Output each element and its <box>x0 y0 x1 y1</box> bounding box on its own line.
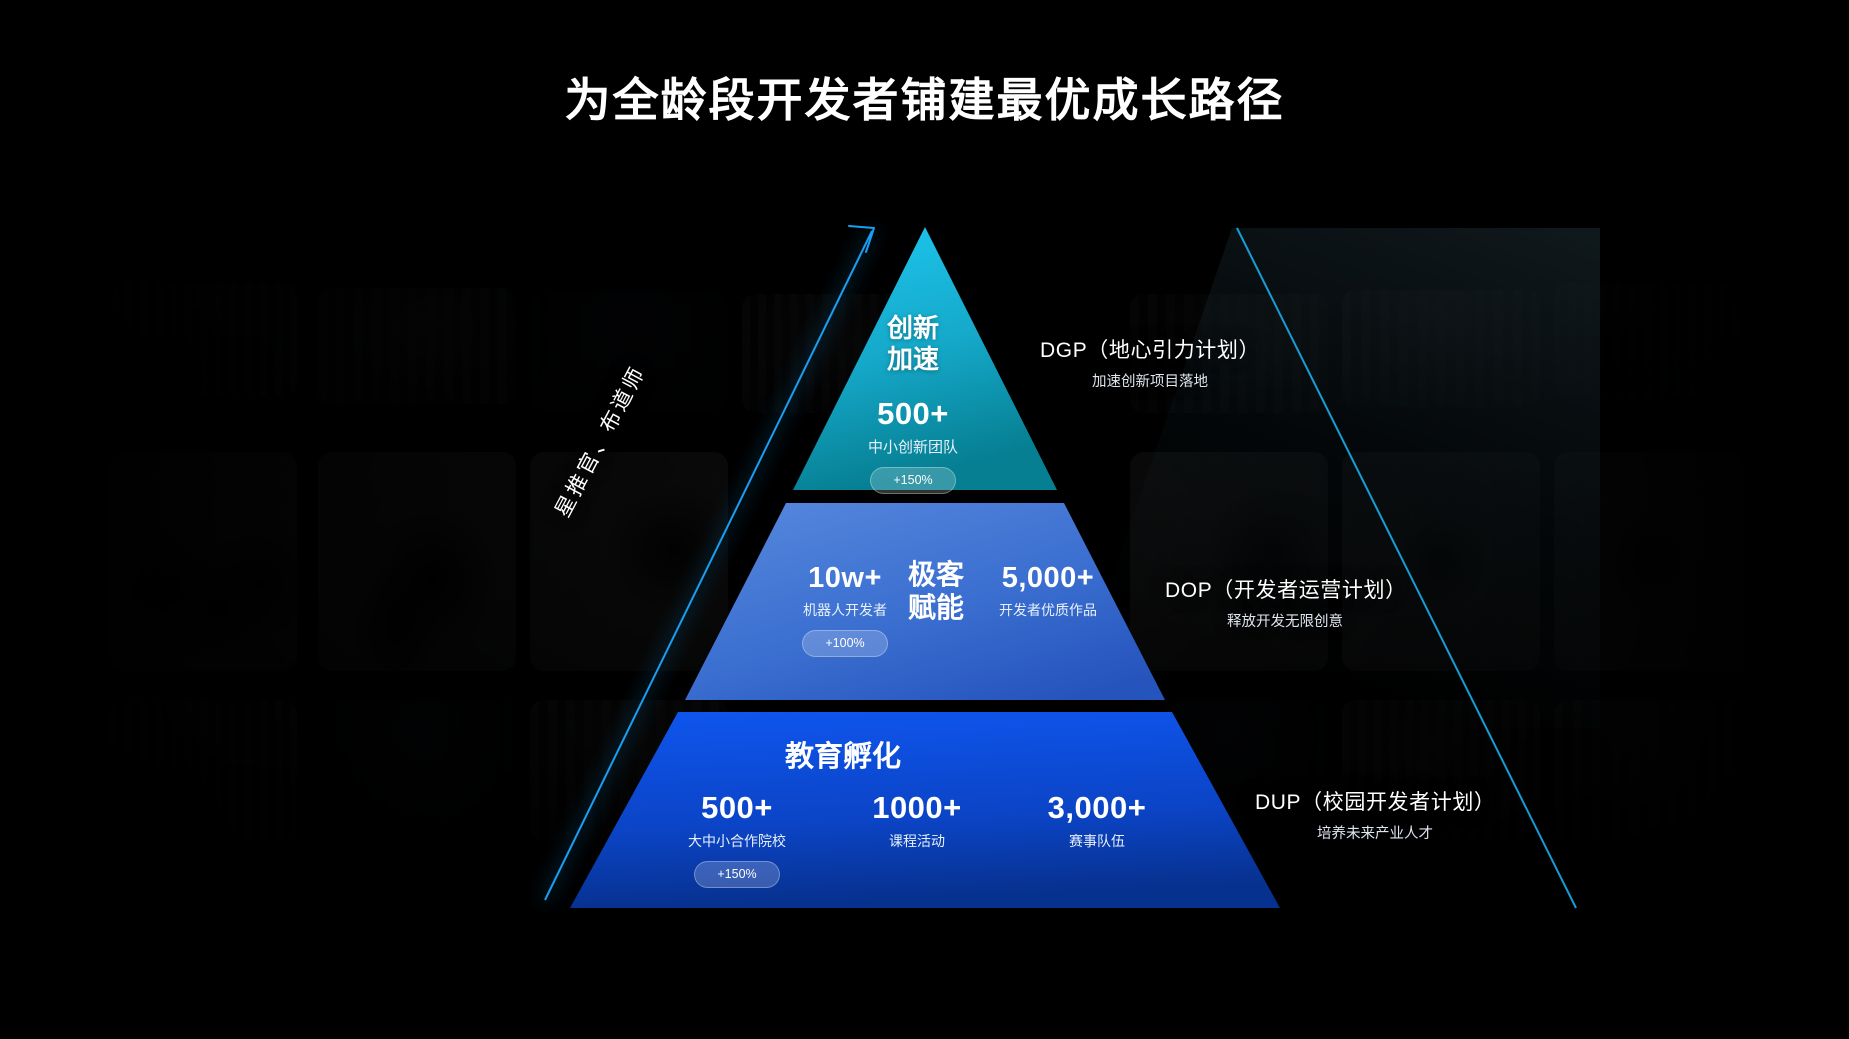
callout-dup: DUP（校园开发者计划） 培养未来产业人才 <box>1255 786 1495 843</box>
tier-1-growth-badge: +150% <box>870 467 956 494</box>
callout-dop-subtitle: 释放开发无限创意 <box>1227 614 1343 630</box>
callout-dup-title: DUP（校园开发者计划） <box>1255 791 1496 814</box>
tier-3-stat-1-value: 500+ <box>701 790 773 825</box>
tier-3-stat-1-caption: 大中小合作院校 <box>688 833 786 849</box>
pyramid-tier-2-stat-right: 5,000+ 开发者优质作品 <box>948 562 1148 620</box>
tier-3-title-text: 教育孵化 <box>784 741 901 773</box>
tier-3-growth-badge: +150% <box>694 861 780 888</box>
callout-dop: DOP（开发者运营计划） 释放开发无限创意 <box>1165 574 1407 631</box>
tier-3-stat-2: 1000+ 课程活动 <box>832 790 1002 888</box>
tier-2-stat-right-caption: 开发者优质作品 <box>999 602 1097 618</box>
tier-3-stat-3: 3,000+ 赛事队伍 <box>1012 790 1182 888</box>
pyramid-tier-3-stats: 500+ 大中小合作院校 +150% 1000+ 课程活动 3,000+ 赛事队… <box>652 790 1182 888</box>
tier-2-growth-badge: +100% <box>802 630 888 657</box>
tier-3-stat-2-value: 1000+ <box>872 790 962 825</box>
tier-2-stat-right-value: 5,000+ <box>1001 562 1095 594</box>
tier-3-stat-1: 500+ 大中小合作院校 +150% <box>652 790 822 888</box>
tier-1-stat-caption: 中小创新团队 <box>867 439 958 457</box>
tier-1-stat-value: 500+ <box>877 396 949 432</box>
tier-1-title-line-2: 加速 <box>886 343 939 374</box>
page-title: 为全龄段开发者铺建最优成长路径 <box>564 74 1285 126</box>
tier-3-stat-2-caption: 课程活动 <box>889 833 945 849</box>
tier-3-stat-3-value: 3,000+ <box>1047 790 1147 825</box>
pyramid-tier-3-title: 教育孵化 <box>0 740 1849 774</box>
callout-dup-subtitle: 培养未来产业人才 <box>1317 826 1433 842</box>
tier-3-stat-3-caption: 赛事队伍 <box>1069 833 1125 849</box>
callout-dgp-title: DGP（地心引力计划） <box>1040 339 1261 362</box>
callout-dgp-subtitle: 加速创新项目落地 <box>1092 374 1208 390</box>
pyramid-tier-1-content: 创新 加速 500+ 中小创新团队 +150% <box>828 313 998 494</box>
tier-1-title-line-1: 创新 <box>886 313 939 343</box>
callout-dgp: DGP（地心引力计划） 加速创新项目落地 <box>1040 334 1260 391</box>
callout-dop-title: DOP（开发者运营计划） <box>1165 579 1407 602</box>
